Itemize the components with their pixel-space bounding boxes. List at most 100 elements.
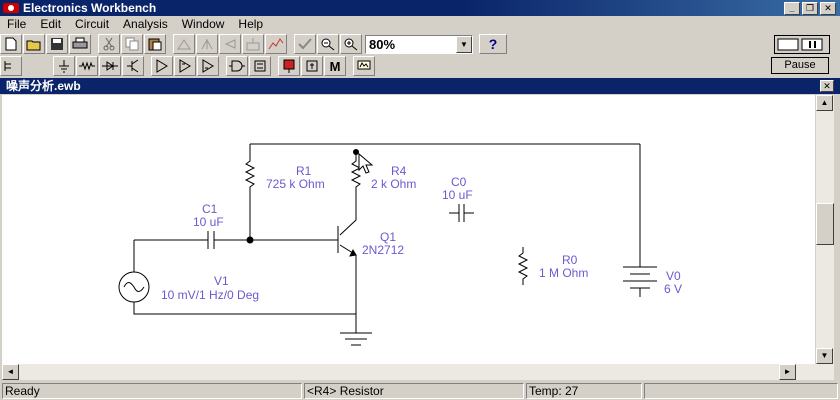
zoom-out-icon bbox=[321, 38, 335, 51]
transistors-bin-button[interactable] bbox=[122, 56, 144, 76]
printer-icon bbox=[72, 37, 88, 49]
help-button[interactable]: ? bbox=[479, 34, 507, 54]
sources-bin-button[interactable] bbox=[53, 56, 75, 76]
capacitor-c0 bbox=[449, 204, 474, 222]
r4-value-label: 2 k Ohm bbox=[371, 177, 416, 191]
chevron-down-icon[interactable]: ▼ bbox=[456, 35, 472, 53]
scroll-right-button[interactable]: ► bbox=[779, 364, 796, 380]
c0-value-label: 10 uF bbox=[442, 188, 473, 202]
cut-button[interactable] bbox=[98, 34, 120, 54]
zoom-value: 80% bbox=[369, 36, 396, 52]
copy-button[interactable] bbox=[121, 34, 143, 54]
power-switch[interactable] bbox=[774, 35, 830, 54]
menu-window[interactable]: Window bbox=[181, 17, 225, 31]
flipflop-icon bbox=[254, 60, 266, 72]
app-logo-icon bbox=[3, 3, 19, 13]
resistor-r1 bbox=[244, 144, 256, 240]
diode-icon bbox=[102, 61, 118, 71]
analog-ics-bin-button[interactable] bbox=[151, 56, 173, 76]
c1-value-label: 10 uF bbox=[193, 215, 224, 229]
menu-analysis[interactable]: Analysis bbox=[123, 17, 168, 31]
document-title: 噪声分析.ewb bbox=[0, 78, 840, 94]
document-close-button[interactable]: ✕ bbox=[820, 80, 834, 92]
save-button[interactable] bbox=[46, 34, 68, 54]
parts-bin-m-icon: M bbox=[329, 58, 341, 74]
status-text: Ready bbox=[2, 383, 302, 399]
vertical-scroll-thumb[interactable] bbox=[816, 203, 834, 245]
analysis-graphs-button[interactable] bbox=[294, 34, 316, 54]
v0-ref-label: V0 bbox=[666, 269, 681, 283]
horizontal-scrollbar[interactable]: ◄ ► bbox=[2, 364, 816, 380]
open-file-button[interactable] bbox=[23, 34, 45, 54]
favorites-bin-button[interactable] bbox=[0, 56, 22, 76]
zoom-in-button[interactable] bbox=[340, 34, 362, 54]
r0-value-label: 1 M Ohm bbox=[539, 266, 588, 280]
paste-button[interactable] bbox=[144, 34, 166, 54]
transistor-q1 bbox=[250, 196, 357, 314]
instruments-bin-button[interactable] bbox=[353, 56, 375, 76]
scroll-up-button[interactable]: ▲ bbox=[816, 95, 833, 111]
q1-ref-label: Q1 bbox=[380, 230, 396, 244]
app-titlebar: Electronics Workbench _ ❐ ✕ bbox=[0, 0, 840, 16]
instrument-icon bbox=[357, 60, 371, 70]
flip-horizontal-button[interactable] bbox=[219, 34, 241, 54]
capacitor-c1 bbox=[134, 231, 250, 249]
rotate-icon bbox=[177, 39, 191, 50]
menu-circuit[interactable]: Circuit bbox=[75, 17, 110, 31]
copy-icon bbox=[125, 37, 139, 51]
rotate-button[interactable] bbox=[173, 34, 195, 54]
menu-edit[interactable]: Edit bbox=[40, 17, 62, 31]
component-properties-icon bbox=[246, 38, 260, 51]
v1-value-label: 10 mV/1 Hz/0 Deg bbox=[161, 288, 259, 302]
ground-source-icon bbox=[59, 60, 69, 73]
document-window: 噪声分析.ewb ✕ bbox=[0, 78, 840, 380]
diodes-bin-button[interactable] bbox=[99, 56, 121, 76]
help-icon: ? bbox=[488, 36, 498, 52]
controls-bin-button[interactable] bbox=[301, 56, 323, 76]
scroll-down-button[interactable]: ▼ bbox=[816, 348, 833, 364]
miscellaneous-bin-button[interactable]: M bbox=[324, 56, 346, 76]
battery-v0 bbox=[623, 144, 657, 297]
pause-button[interactable]: Pause bbox=[771, 57, 829, 74]
transistor-icon bbox=[127, 59, 139, 73]
resistor-r4 bbox=[350, 152, 362, 196]
flip-vertical-button[interactable] bbox=[196, 34, 218, 54]
opamp-icon bbox=[156, 59, 168, 73]
favorites-bin-icon bbox=[4, 61, 11, 71]
zoom-select[interactable]: 80% ▼ bbox=[365, 34, 473, 54]
menu-file[interactable]: File bbox=[7, 17, 27, 31]
digital-bin-button[interactable] bbox=[249, 56, 271, 76]
circuit-canvas[interactable]: R1 725 k Ohm R4 2 k Ohm C0 10 uF C1 10 u… bbox=[2, 95, 815, 364]
r4-ref-label: R4 bbox=[391, 164, 407, 178]
close-button[interactable]: ✕ bbox=[820, 1, 836, 15]
ac-source-v1 bbox=[118, 271, 150, 303]
component-properties-button[interactable] bbox=[242, 34, 264, 54]
menu-help[interactable]: Help bbox=[238, 17, 264, 31]
zoom-out-button[interactable] bbox=[317, 34, 339, 54]
c0-ref-label: C0 bbox=[451, 175, 467, 189]
v0-value-label: 6 V bbox=[664, 282, 682, 296]
create-subcircuit-button[interactable] bbox=[265, 34, 287, 54]
restore-button[interactable]: ❐ bbox=[802, 1, 818, 15]
circuit-schematic[interactable]: R1 725 k Ohm R4 2 k Ohm C0 10 uF C1 10 u… bbox=[2, 95, 815, 364]
mixed-ics-bin-button[interactable] bbox=[174, 56, 196, 76]
logic-gate-icon bbox=[229, 60, 245, 72]
new-file-icon bbox=[5, 37, 17, 51]
logic-gates-bin-button[interactable] bbox=[226, 56, 248, 76]
minimize-button[interactable]: _ bbox=[784, 1, 800, 15]
basic-bin-button[interactable] bbox=[76, 56, 98, 76]
print-button[interactable] bbox=[69, 34, 91, 54]
ground-symbol bbox=[340, 314, 372, 346]
mixed-ic-icon bbox=[179, 59, 191, 73]
scroll-left-button[interactable]: ◄ bbox=[2, 364, 19, 380]
new-file-button[interactable] bbox=[0, 34, 22, 54]
indicators-bin-button[interactable] bbox=[278, 56, 300, 76]
digital-ics-bin-button[interactable] bbox=[197, 56, 219, 76]
r1-value-label: 725 k Ohm bbox=[266, 177, 325, 191]
r0-ref-label: R0 bbox=[562, 253, 578, 267]
status-temperature: Temp: 27 bbox=[526, 383, 642, 399]
scissors-icon bbox=[103, 37, 115, 51]
vertical-scrollbar[interactable]: ▲ ▼ bbox=[816, 95, 834, 380]
mouse-cursor-icon bbox=[358, 152, 374, 174]
indicator-icon bbox=[283, 59, 295, 73]
